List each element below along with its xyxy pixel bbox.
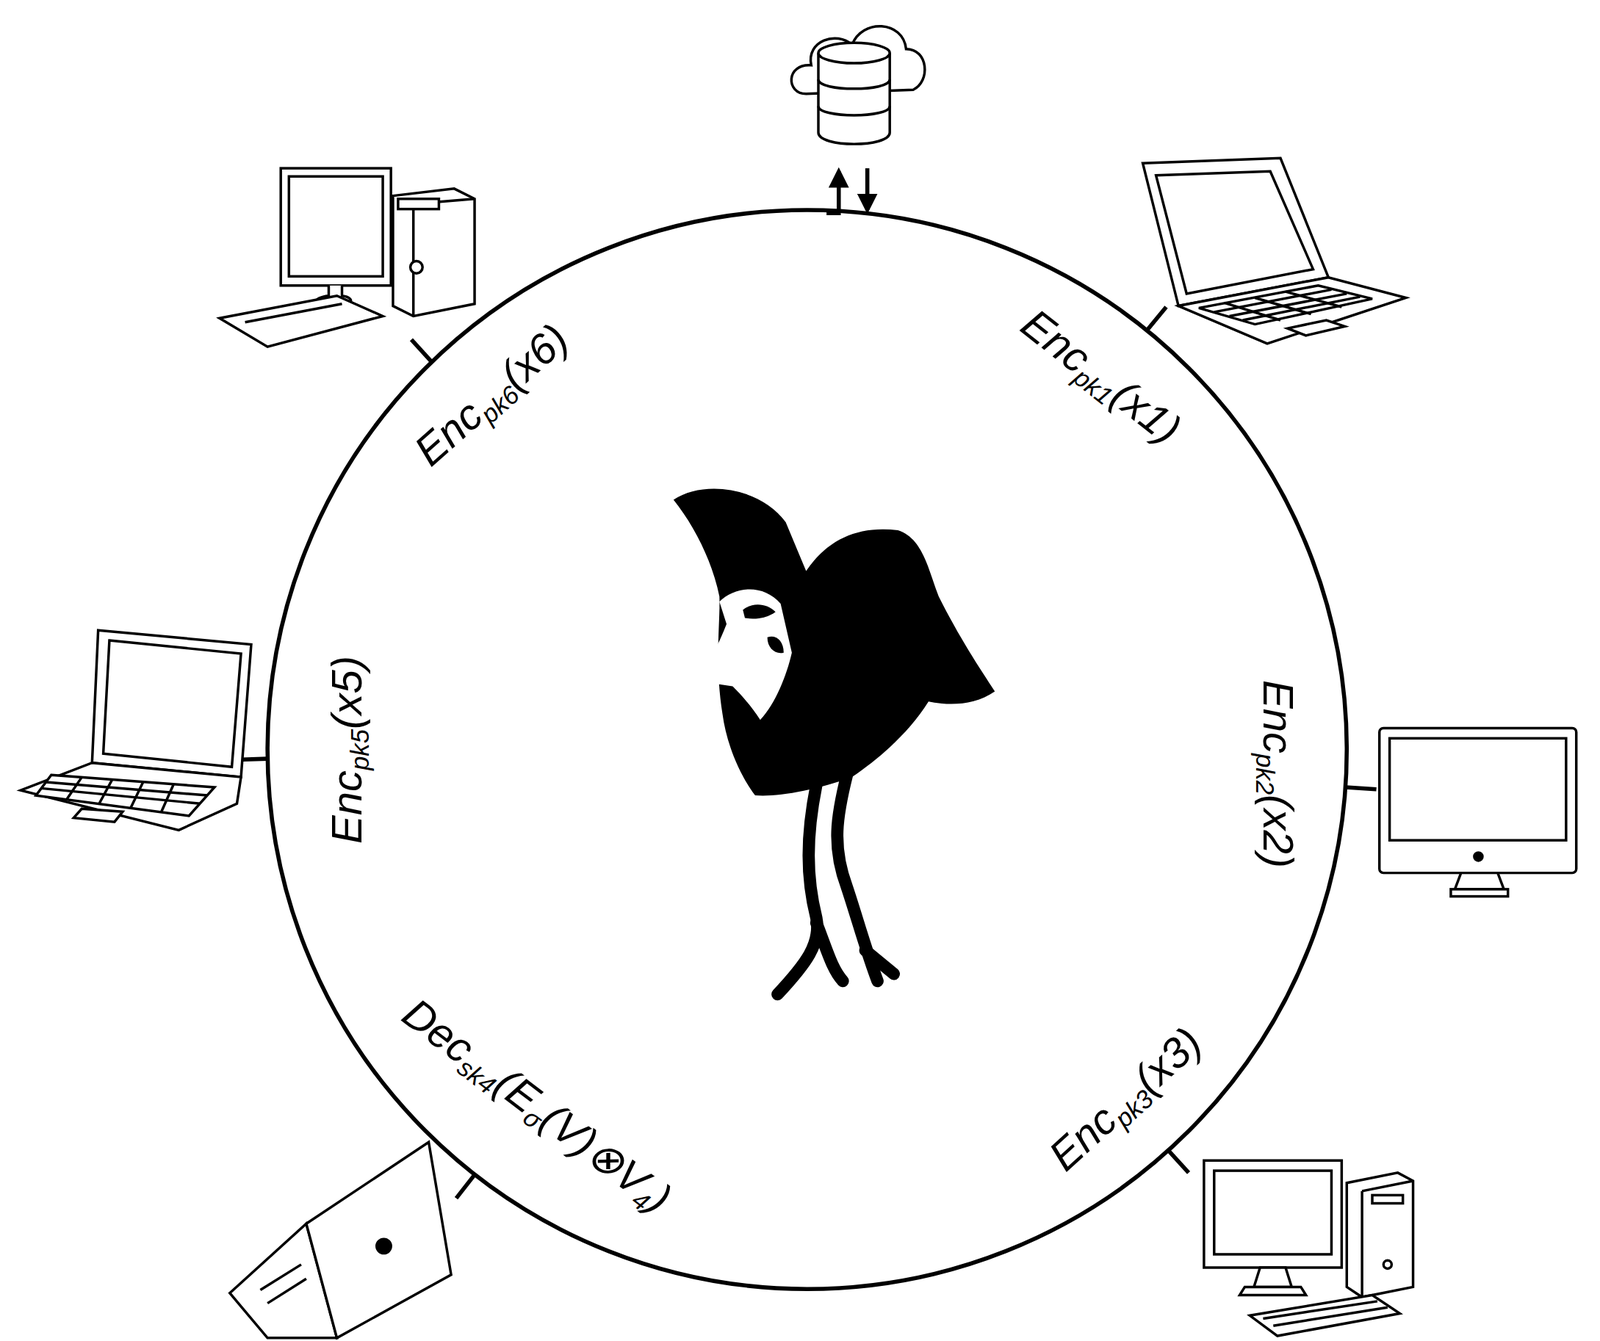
- ring-label: Encpk6(x6): [404, 312, 582, 479]
- laptop-icon: [20, 630, 252, 831]
- ring-label: Decsk4(Eσ(V)⊗V4): [390, 987, 681, 1227]
- formula-text: (x5): [322, 656, 371, 730]
- ring-label: Encpk3(x3): [1038, 1016, 1214, 1184]
- cloud-server-icon: [791, 26, 925, 144]
- ring: [267, 210, 1347, 1290]
- formula-text: (V)⊗V: [532, 1093, 659, 1206]
- desktop-icon: [219, 168, 475, 347]
- ring-label: Encpk2(x2): [1249, 680, 1304, 869]
- key-subscript: pk2: [1251, 753, 1280, 795]
- devil-figure: [673, 488, 995, 994]
- formula-text: Enc: [322, 770, 371, 845]
- ring-ticks: [236, 307, 1376, 1199]
- desktop-icon: [1204, 1160, 1414, 1337]
- cloud-arrows: [826, 168, 868, 214]
- formula-text: (x2): [1254, 795, 1303, 870]
- imac-icon: [1379, 728, 1577, 897]
- ring-label: Encpk1(x1): [1009, 298, 1191, 458]
- key-subscript: pk5: [345, 729, 374, 771]
- formula-text: (x1): [1102, 370, 1191, 454]
- formula-text: Enc: [1254, 680, 1303, 754]
- laptop-icon: [1143, 157, 1407, 344]
- macbook-icon: [229, 1142, 452, 1339]
- ring-label: Encpk5(x5): [321, 656, 376, 845]
